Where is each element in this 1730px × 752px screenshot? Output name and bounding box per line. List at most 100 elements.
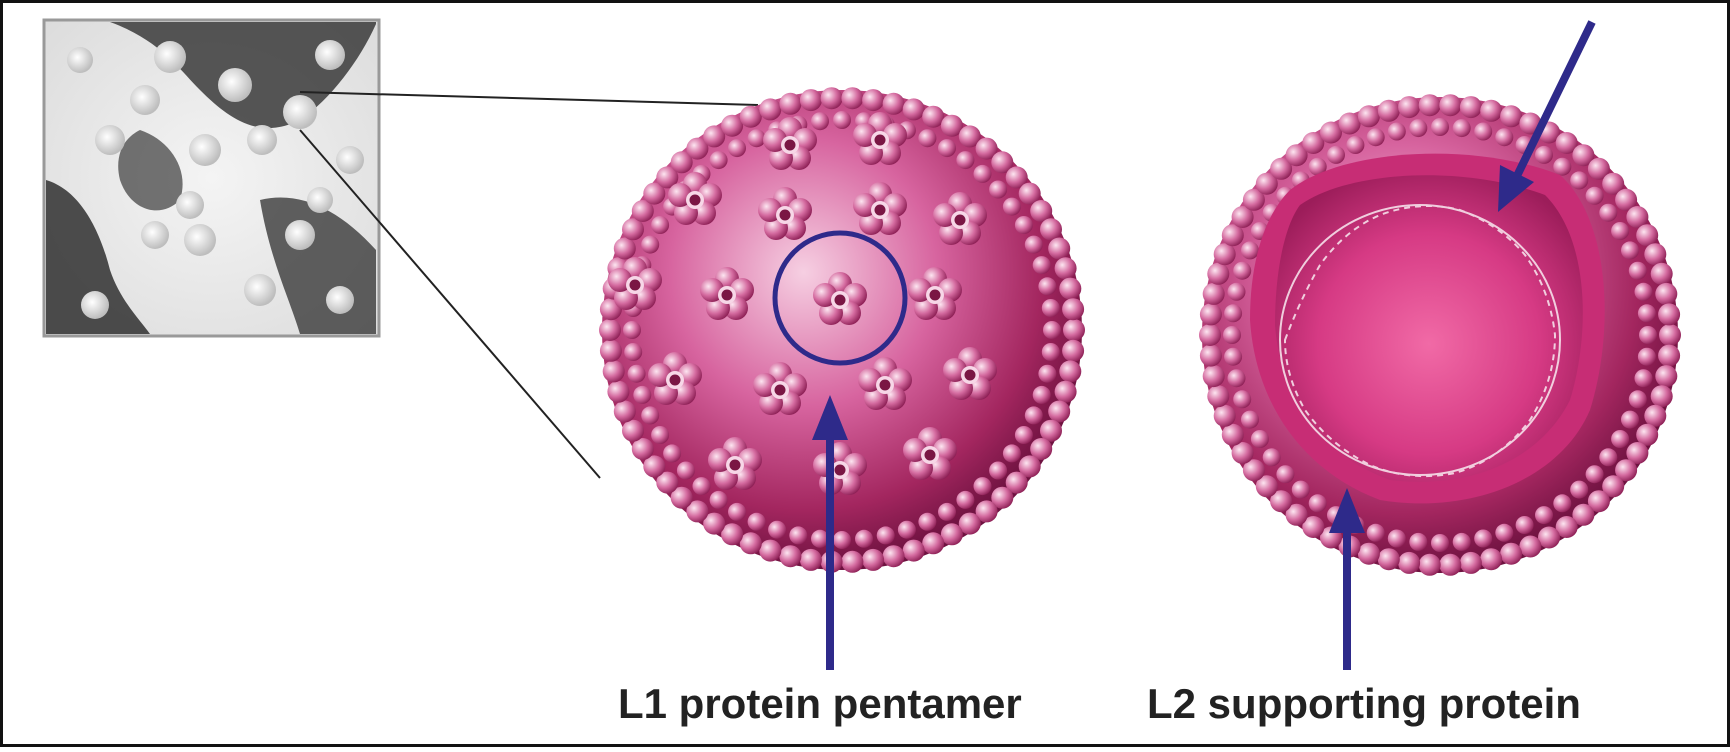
capsid-bead — [1431, 118, 1449, 136]
capsid-bead — [1309, 494, 1327, 512]
capsid-bead — [693, 477, 711, 495]
capsid-bead — [800, 549, 822, 571]
capsid-bead — [800, 89, 822, 111]
capsid-bead — [1200, 345, 1222, 367]
capsid-bead — [1639, 326, 1657, 344]
capsid-bead — [1611, 430, 1629, 448]
virus-exterior-illustration — [599, 87, 1085, 573]
capsid-bead — [599, 319, 621, 341]
capsid-bead — [1224, 348, 1242, 366]
capsid-bead — [1635, 369, 1653, 387]
capsid-bead — [918, 129, 936, 147]
capsid-bead — [1519, 536, 1541, 558]
capsid-bead — [1460, 552, 1482, 574]
capsid-bead — [1651, 385, 1673, 407]
capsid-bead — [1025, 406, 1043, 424]
capsid-bead — [1033, 386, 1051, 404]
capsid-bead — [779, 545, 801, 567]
capsid-bead — [779, 93, 801, 115]
capsid-bead — [1621, 241, 1639, 259]
capsid-bead — [1003, 444, 1021, 462]
capsid-bead — [1015, 426, 1033, 444]
capsid-bead — [1638, 348, 1656, 366]
capsid-bead — [1480, 548, 1502, 570]
capsid-bead — [841, 87, 863, 109]
capsid-bead — [1644, 243, 1666, 265]
capsid-bead — [1003, 198, 1021, 216]
capsid-bead — [624, 343, 642, 361]
capsid-bead — [1636, 224, 1658, 246]
capsid-bead — [1346, 136, 1364, 154]
capsid-bead — [1535, 506, 1553, 524]
capsid-bead — [1233, 390, 1251, 408]
capsid-bead — [603, 360, 625, 382]
capsid-bead — [1409, 533, 1427, 551]
capsid-bead — [1276, 465, 1294, 483]
capsid-bead — [728, 503, 746, 521]
capsid-bead — [1570, 171, 1588, 189]
capsid-bead — [1055, 257, 1077, 279]
capsid-bead — [1621, 411, 1639, 429]
capsid-bead — [622, 420, 644, 442]
capsid-bead — [1063, 319, 1085, 341]
capsid-bead — [898, 521, 916, 539]
micrograph-inset — [44, 20, 379, 336]
capsid-bead — [1048, 401, 1070, 423]
capsid-bead — [1453, 533, 1471, 551]
capsid-bead — [1409, 119, 1427, 137]
capsid-bead — [989, 462, 1007, 480]
capsid-bead — [1500, 543, 1522, 565]
capsid-bead — [1495, 128, 1513, 146]
capsid-bead — [1388, 530, 1406, 548]
capsid-bead — [1553, 158, 1571, 176]
capsid-bead — [1599, 204, 1617, 222]
capsid-bead — [1263, 448, 1281, 466]
capsid-bead — [1228, 369, 1246, 387]
capsid-bead — [1339, 113, 1361, 135]
capsid-bead — [1042, 343, 1060, 361]
capsid-bead — [1055, 381, 1077, 403]
capsid-bead — [600, 340, 622, 362]
capsid-bead — [748, 513, 766, 531]
capsid-bead — [1378, 100, 1400, 122]
capsid-bead — [1629, 390, 1647, 408]
capsid-bead — [1586, 465, 1604, 483]
capsid-bead — [922, 106, 944, 128]
capsid-bead — [1535, 146, 1553, 164]
capsid-bead — [1214, 243, 1236, 265]
capsid-bead — [1233, 262, 1251, 280]
capsid-bead — [1367, 524, 1385, 542]
capsid-bead — [1453, 119, 1471, 137]
capsid-bead — [862, 549, 884, 571]
capsid-bead — [1516, 516, 1534, 534]
capsid-bead — [1644, 405, 1666, 427]
capsid-bead — [833, 111, 851, 129]
capsid-bead — [1292, 481, 1310, 499]
capsid-bead — [1658, 303, 1680, 325]
capsid-bead — [1635, 283, 1653, 301]
capsid-bead — [1480, 100, 1502, 122]
capsid-bead — [833, 531, 851, 549]
capsid-bead — [1327, 146, 1345, 164]
capsid-bead — [1655, 283, 1677, 305]
capsid-bead — [1200, 303, 1222, 325]
capsid-bead — [956, 151, 974, 169]
capsid-bead — [748, 129, 766, 147]
capsid-bead — [614, 401, 636, 423]
capsid-bead — [1611, 222, 1629, 240]
capsid-bead — [1241, 411, 1259, 429]
capsid-bead — [841, 551, 863, 573]
capsid-bead — [1439, 554, 1461, 576]
capsid-bead — [1358, 543, 1380, 565]
capsid-bead — [1059, 278, 1081, 300]
capsid-bead — [1043, 321, 1061, 339]
virus-cutaway-illustration — [1199, 94, 1681, 576]
capsid-bead — [1638, 304, 1656, 322]
capsid-bead — [623, 321, 641, 339]
capsid-bead — [1398, 552, 1420, 574]
capsid-bead — [811, 112, 829, 130]
capsid-bead — [1207, 385, 1229, 407]
capsid-bead — [651, 426, 669, 444]
